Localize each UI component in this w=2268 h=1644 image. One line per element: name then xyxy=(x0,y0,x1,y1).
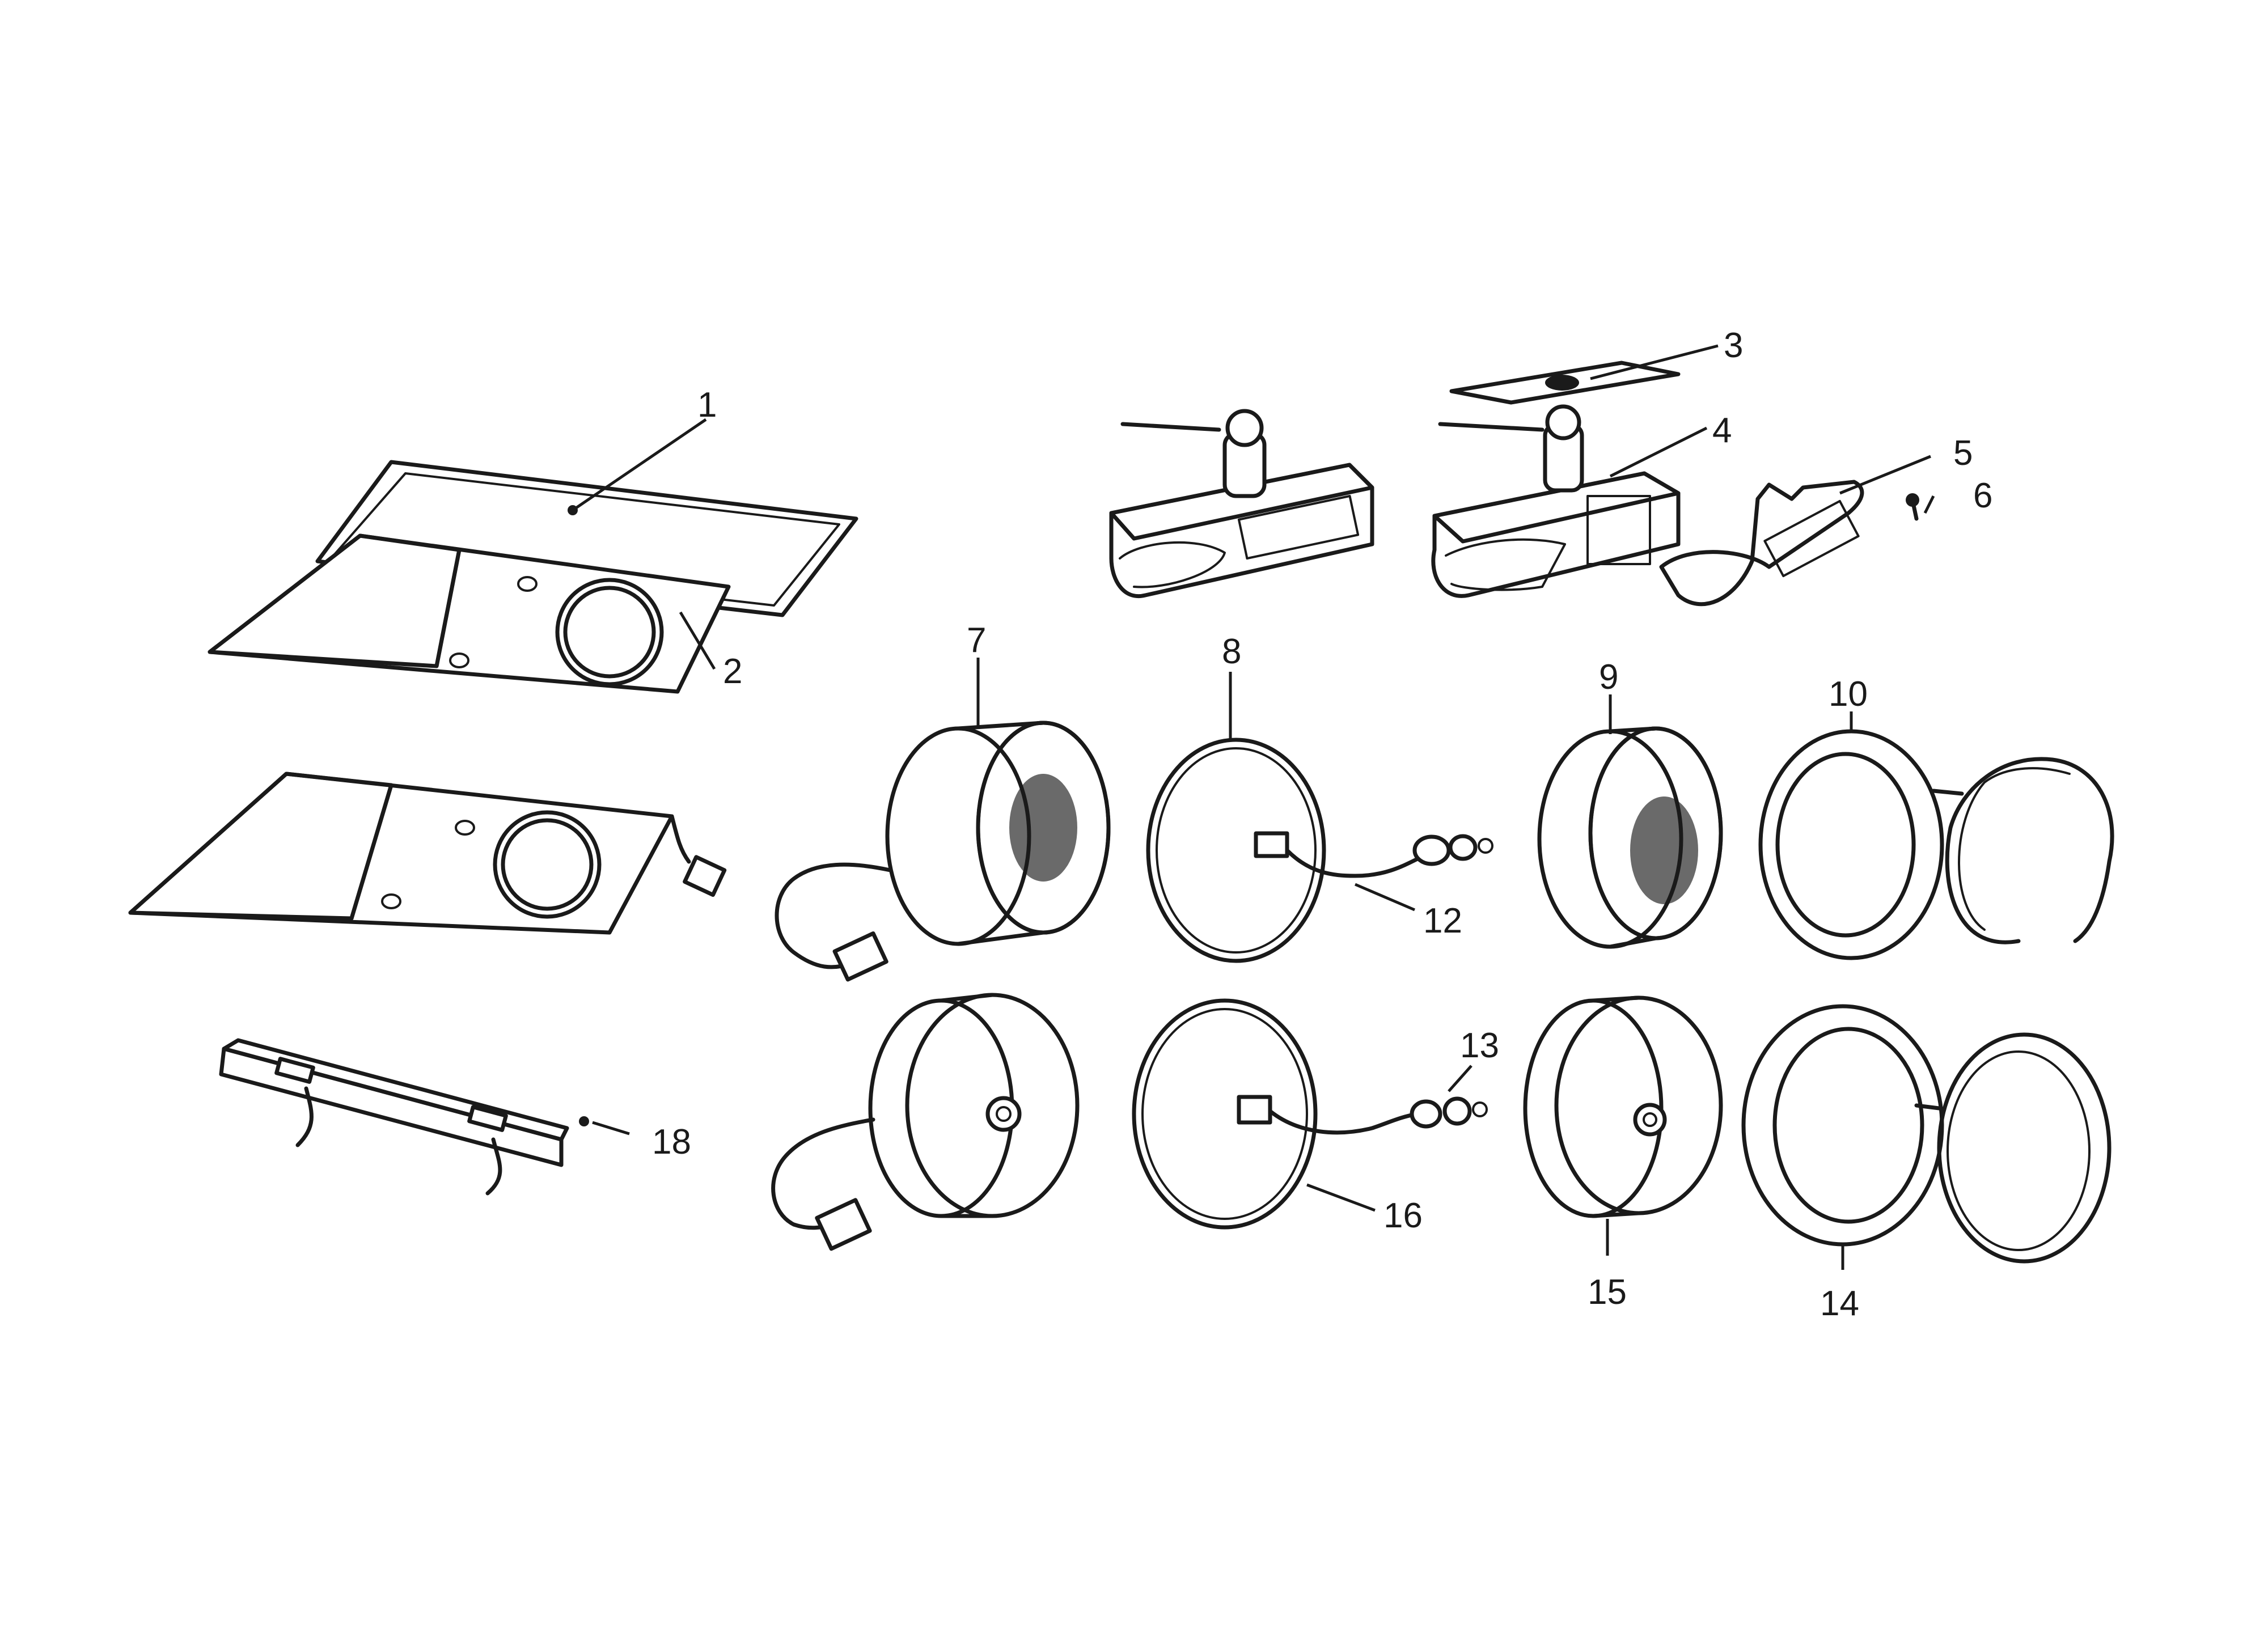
part-2-upper-lamp-lens xyxy=(208,533,731,694)
leader-lines xyxy=(568,344,1935,1270)
callout-5: 5 xyxy=(1953,434,1973,473)
callout-14: 14 xyxy=(1820,1284,1859,1323)
part-9-lamp-housing xyxy=(1537,726,1723,949)
part-6-screw xyxy=(1906,493,1919,521)
callout-7: 7 xyxy=(967,621,986,660)
callout-13: 13 xyxy=(1460,1026,1499,1065)
part-12-bulb-socket-harness xyxy=(1254,831,1493,878)
part-13-bulb-socket-harness xyxy=(1237,1095,1488,1135)
callout-3: 3 xyxy=(1724,326,1743,365)
lamp-housing-lower-left xyxy=(771,993,1080,1251)
callout-16: 16 xyxy=(1383,1196,1423,1235)
part-7-lamp-housing xyxy=(775,721,1111,982)
callout-8: 8 xyxy=(1222,632,1241,671)
callout-6: 6 xyxy=(1973,476,1992,515)
callout-18: 18 xyxy=(652,1122,691,1162)
callout-2: 2 xyxy=(723,652,742,691)
part-10-lens-ring xyxy=(1758,729,1944,960)
part-4-marker-housing xyxy=(1431,404,1681,598)
side-marker-left xyxy=(1109,409,1374,599)
callout-12: 12 xyxy=(1423,901,1462,940)
callout-1: 1 xyxy=(697,385,717,425)
part-5-marker-lens xyxy=(1659,480,1864,607)
callout-10: 10 xyxy=(1829,675,1868,714)
retaining-ring-lower xyxy=(1914,1032,2112,1264)
part-15-lamp-housing xyxy=(1523,995,1723,1218)
part-14-lens-ring xyxy=(1741,1004,1944,1247)
callout-labels: 1 2 3 4 5 6 7 8 9 10 12 13 14 15 16 18 xyxy=(652,326,1992,1323)
callout-4: 4 xyxy=(1712,411,1732,450)
part-8-gasket-ring xyxy=(1146,738,1326,963)
part-18-brake-light-bar xyxy=(219,1038,569,1196)
callout-15: 15 xyxy=(1588,1273,1627,1312)
retaining-ring-upper xyxy=(1931,757,2114,944)
callout-9: 9 xyxy=(1599,658,1618,697)
part-1-lens-seal xyxy=(315,460,858,617)
part-16-gasket-ring xyxy=(1132,998,1318,1230)
part-3-marker-gasket xyxy=(1449,361,1681,405)
lower-lamp-lens xyxy=(128,772,727,935)
